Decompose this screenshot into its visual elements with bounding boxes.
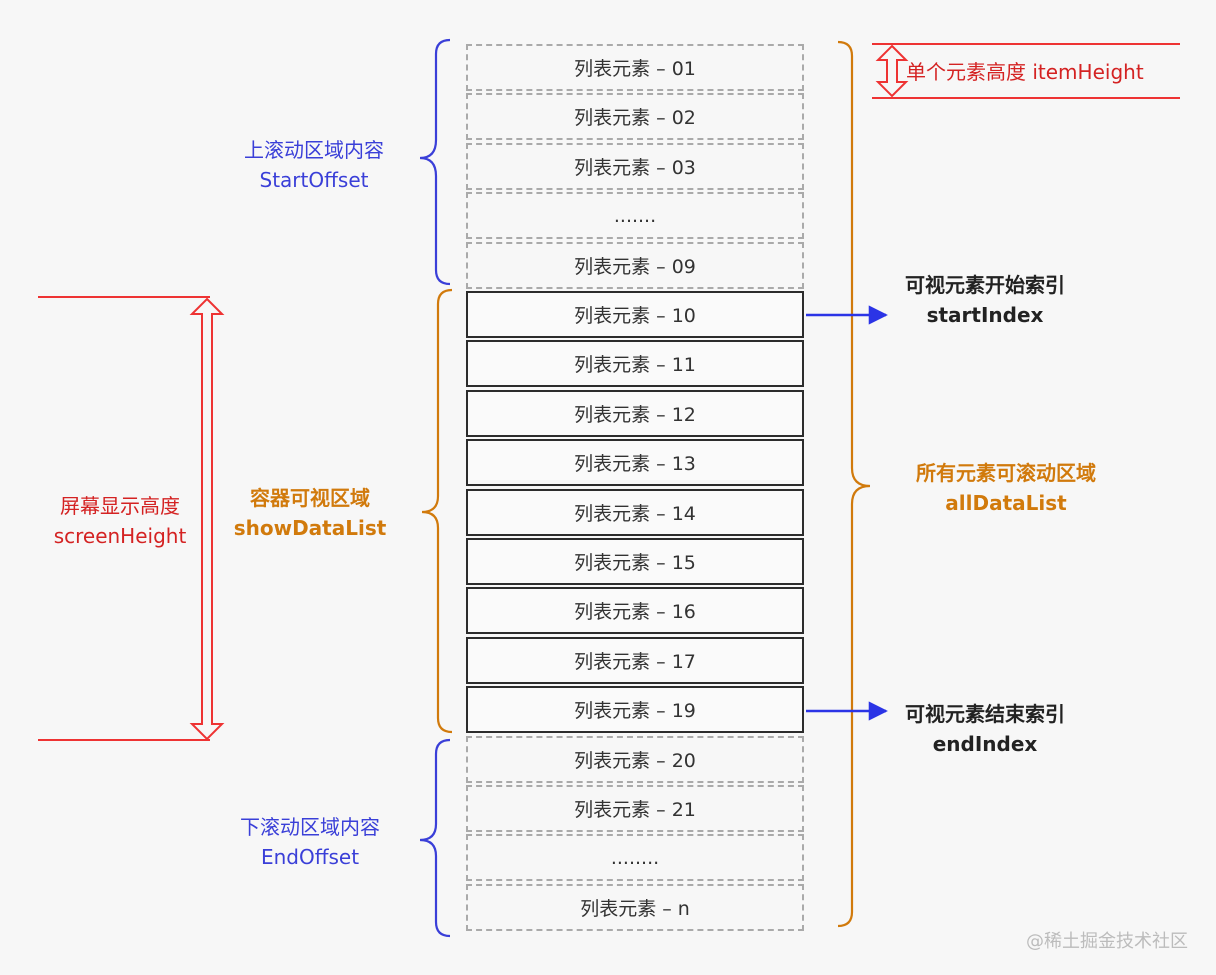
- screen-height-zh: 屏幕显示高度: [60, 494, 180, 518]
- end-offset-en: EndOffset: [260, 845, 360, 869]
- show-data-list-en: showDataList: [233, 516, 387, 540]
- all-data-list-zh: 所有元素可滚动区域: [916, 461, 1096, 485]
- list-item: 列表元素 – 01: [466, 44, 804, 91]
- list-item: 列表元素 – 02: [466, 93, 804, 140]
- show-data-list-brace: [421, 288, 453, 734]
- item-height-arrow: [875, 44, 909, 98]
- screen-height-label: 屏幕显示高度 screenHeight: [30, 491, 210, 551]
- list-item: 列表元素 – 03: [466, 143, 804, 190]
- end-offset-brace: [419, 738, 451, 938]
- list-item: 列表元素 – 15: [466, 538, 804, 585]
- screen-height-arrow: [189, 297, 225, 741]
- list-item: 列表元素 – 16: [466, 587, 804, 634]
- watermark: @稀土掘金技术社区: [1026, 931, 1188, 952]
- list-item: 列表元素 – 10: [466, 291, 804, 338]
- list-item: .......: [466, 192, 804, 239]
- list-item: 列表元素 – n: [466, 884, 804, 931]
- start-offset-zh: 上滚动区域内容: [244, 138, 384, 162]
- item-height-text: 单个元素高度 itemHeight: [906, 60, 1144, 84]
- list-item: 列表元素 – 09: [466, 242, 804, 289]
- start-offset-en: StartOffset: [259, 168, 369, 192]
- list-item: 列表元素 – 11: [466, 340, 804, 387]
- end-index-label: 可视元素结束索引 endIndex: [880, 699, 1090, 759]
- end-index-zh: 可视元素结束索引: [905, 702, 1065, 726]
- list-item: 列表元素 – 14: [466, 489, 804, 536]
- end-offset-zh: 下滚动区域内容: [240, 815, 380, 839]
- start-offset-brace: [419, 38, 451, 286]
- list-item: 列表元素 – 21: [466, 785, 804, 832]
- list-item: 列表元素 – 19: [466, 686, 804, 733]
- all-data-list-brace: [837, 40, 871, 928]
- start-index-en: startIndex: [926, 303, 1044, 327]
- list-item: ........: [466, 834, 804, 881]
- list-item: 列表元素 – 17: [466, 637, 804, 684]
- start-offset-label: 上滚动区域内容 StartOffset: [214, 135, 414, 195]
- item-height-label: 单个元素高度 itemHeight: [906, 57, 1176, 87]
- all-data-list-label: 所有元素可滚动区域 allDataList: [876, 458, 1136, 518]
- end-index-en: endIndex: [932, 732, 1038, 756]
- list-item: 列表元素 – 20: [466, 736, 804, 783]
- all-data-list-en: allDataList: [945, 491, 1067, 515]
- start-index-label: 可视元素开始索引 startIndex: [880, 270, 1090, 330]
- start-index-zh: 可视元素开始索引: [905, 273, 1065, 297]
- end-offset-label: 下滚动区域内容 EndOffset: [210, 812, 410, 872]
- list-item: 列表元素 – 13: [466, 439, 804, 486]
- show-data-list-zh: 容器可视区域: [250, 486, 370, 510]
- show-data-list-label: 容器可视区域 showDataList: [210, 483, 410, 543]
- screen-height-en: screenHeight: [53, 524, 187, 548]
- list-item: 列表元素 – 12: [466, 390, 804, 437]
